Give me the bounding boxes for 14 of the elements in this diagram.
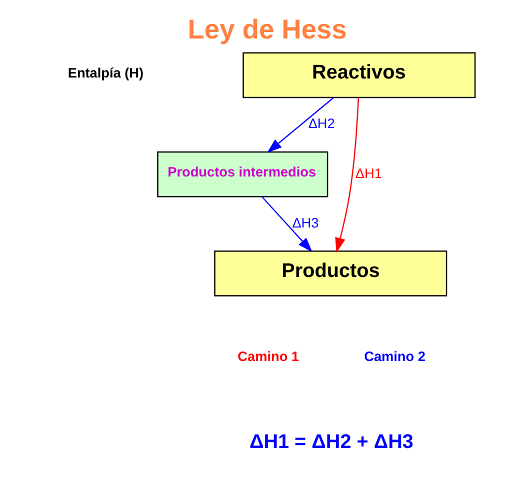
edge-label: ΔH3 [292,215,318,230]
arrow [266,97,334,153]
label: Camino 2 [364,349,425,364]
node-box: Productos [214,250,447,296]
arrow [261,196,312,252]
arrow [334,98,359,253]
edge-label: ΔH2 [308,116,334,132]
node-box: Reactivos [242,52,476,98]
label: ΔH1 = ΔH2 + ΔH3 [248,430,413,453]
node-box: Productos intermedios [156,151,328,198]
diagram-title: Ley de Hess [187,14,346,45]
label: Camino 1 [237,349,299,364]
label: Entalpía (H) [67,65,144,80]
edge-label: ΔH1 [354,166,382,181]
